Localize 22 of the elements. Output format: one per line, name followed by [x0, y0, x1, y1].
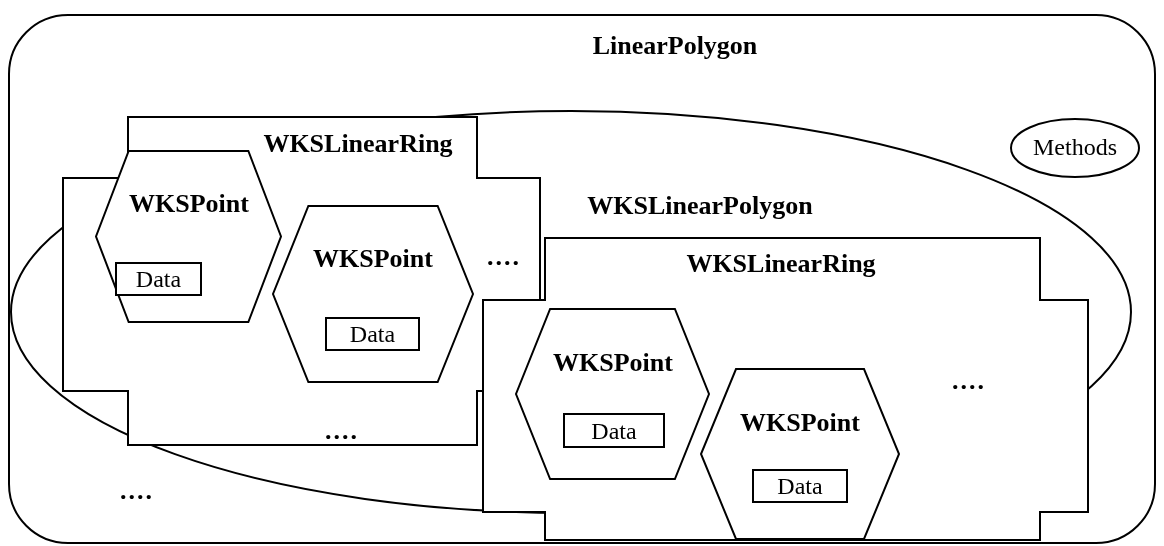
shape-title: WKSPoint [739, 407, 861, 439]
box-text: Data [591, 418, 637, 443]
ellipsis-text: .... [325, 418, 359, 444]
shape-title: WKSLinearRing [262, 128, 454, 160]
ellipsis-text: .... [120, 478, 154, 504]
shape-title: WKSPoint [552, 347, 674, 379]
data-box [752, 469, 848, 503]
shape-title: WKSLinearRing [685, 248, 877, 280]
shape-title: WKSLinearPolygon [586, 190, 814, 222]
shape-title: WKSPoint [312, 243, 434, 275]
shape-title: LinearPolygon [591, 30, 759, 62]
data-box [563, 413, 665, 448]
ellipsis-text: .... [952, 368, 986, 394]
box-text: Data [777, 474, 823, 498]
ellipsis-text: .... [487, 244, 521, 270]
box-text: Data [135, 267, 182, 291]
data-box [325, 317, 420, 351]
box-text: Data [349, 322, 396, 346]
data-box [115, 262, 202, 296]
container-box [8, 14, 1156, 544]
shape-title: WKSPoint [128, 188, 250, 220]
shape-title: Methods [1032, 133, 1118, 162]
